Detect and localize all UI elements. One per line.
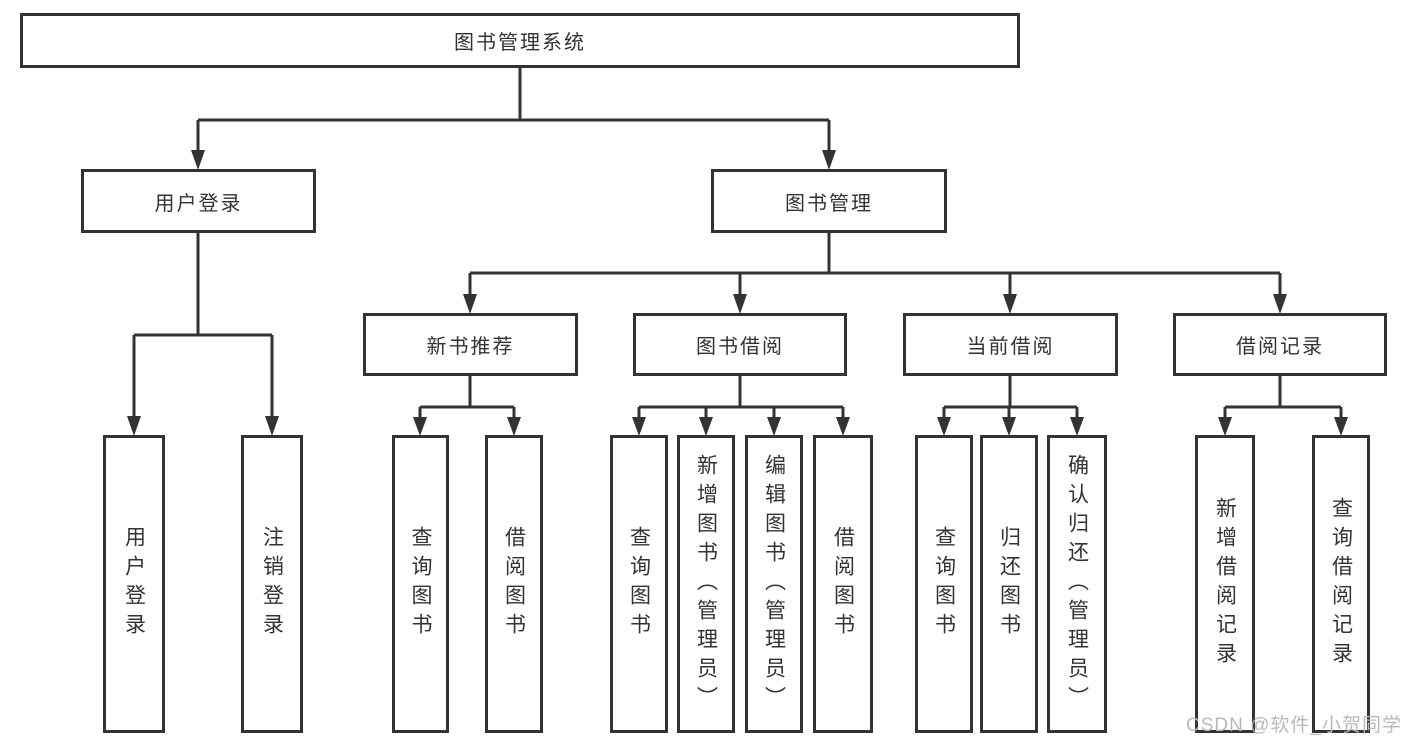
leaf-add-book-admin: 新增图书（管理员） (677, 435, 735, 733)
leaf-add-borrow-record: 新增借阅记录 (1195, 435, 1255, 733)
leaf-query-borrow-record: 查询借阅记录 (1312, 435, 1370, 733)
connector-borrow-records-fan (1218, 376, 1348, 436)
leaf-edit-book-admin: 编辑图书（管理员） (745, 435, 803, 733)
node-book-management: 图书管理 (711, 169, 947, 233)
connector-root-to-level2 (191, 68, 836, 170)
leaf-return-book: 归还图书 (980, 435, 1038, 733)
connector-book-management-branch (463, 233, 1287, 314)
connector-current-borrow-fan (937, 376, 1084, 436)
connector-new-book-fan (413, 376, 521, 436)
node-current-borrow: 当前借阅 (903, 313, 1118, 376)
node-root-system: 图书管理系统 (20, 13, 1020, 68)
node-new-book-recommend: 新书推荐 (363, 313, 578, 376)
node-user-login: 用户登录 (81, 169, 316, 233)
leaf-borrow-book: 借阅图书 (813, 435, 873, 733)
connector-user-login-branch (127, 233, 279, 436)
leaf-user-login: 用户登录 (103, 435, 165, 733)
leaf-query-book-current: 查询图书 (915, 435, 973, 733)
leaf-query-book-recommend: 查询图书 (392, 435, 449, 733)
leaf-confirm-return-admin: 确认归还（管理员） (1047, 435, 1107, 733)
node-borrow-records: 借阅记录 (1173, 313, 1387, 376)
node-book-borrow: 图书借阅 (633, 313, 847, 376)
connector-book-borrow-fan (632, 376, 850, 436)
leaf-query-book-borrow: 查询图书 (610, 435, 668, 733)
leaf-borrow-book-recommend: 借阅图书 (485, 435, 543, 733)
leaf-logout: 注销登录 (241, 435, 303, 733)
watermark-text: CSDN @软件_小贺同学 (1186, 715, 1402, 736)
